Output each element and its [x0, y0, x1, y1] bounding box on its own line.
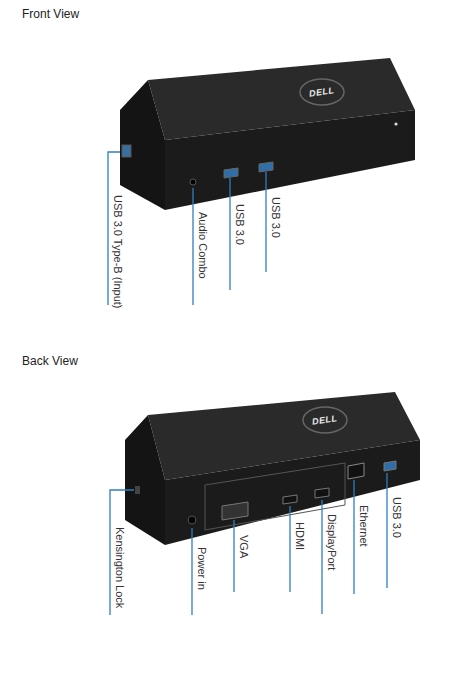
back-housing	[125, 392, 420, 545]
view-heading: Front View	[22, 8, 79, 21]
port-label: DisplayPort	[325, 514, 338, 570]
port-label: Kensington Lock	[113, 527, 126, 608]
port-label: USB 3.0	[390, 497, 403, 538]
port-label: USB 3.0	[269, 197, 282, 238]
leader-lines	[108, 152, 387, 615]
front-housing	[120, 58, 415, 210]
port-label: USB 3.0 Type-B (Input)	[111, 195, 124, 309]
port-label: USB 3.0	[233, 204, 246, 245]
port-label: Audio Combo	[196, 212, 209, 279]
port-label: Ethernet	[357, 505, 370, 547]
view-heading: Back View	[22, 355, 78, 368]
port-label: Power in	[195, 547, 208, 590]
port-label: HDMI	[293, 522, 306, 550]
port-label: VGA	[237, 535, 250, 558]
